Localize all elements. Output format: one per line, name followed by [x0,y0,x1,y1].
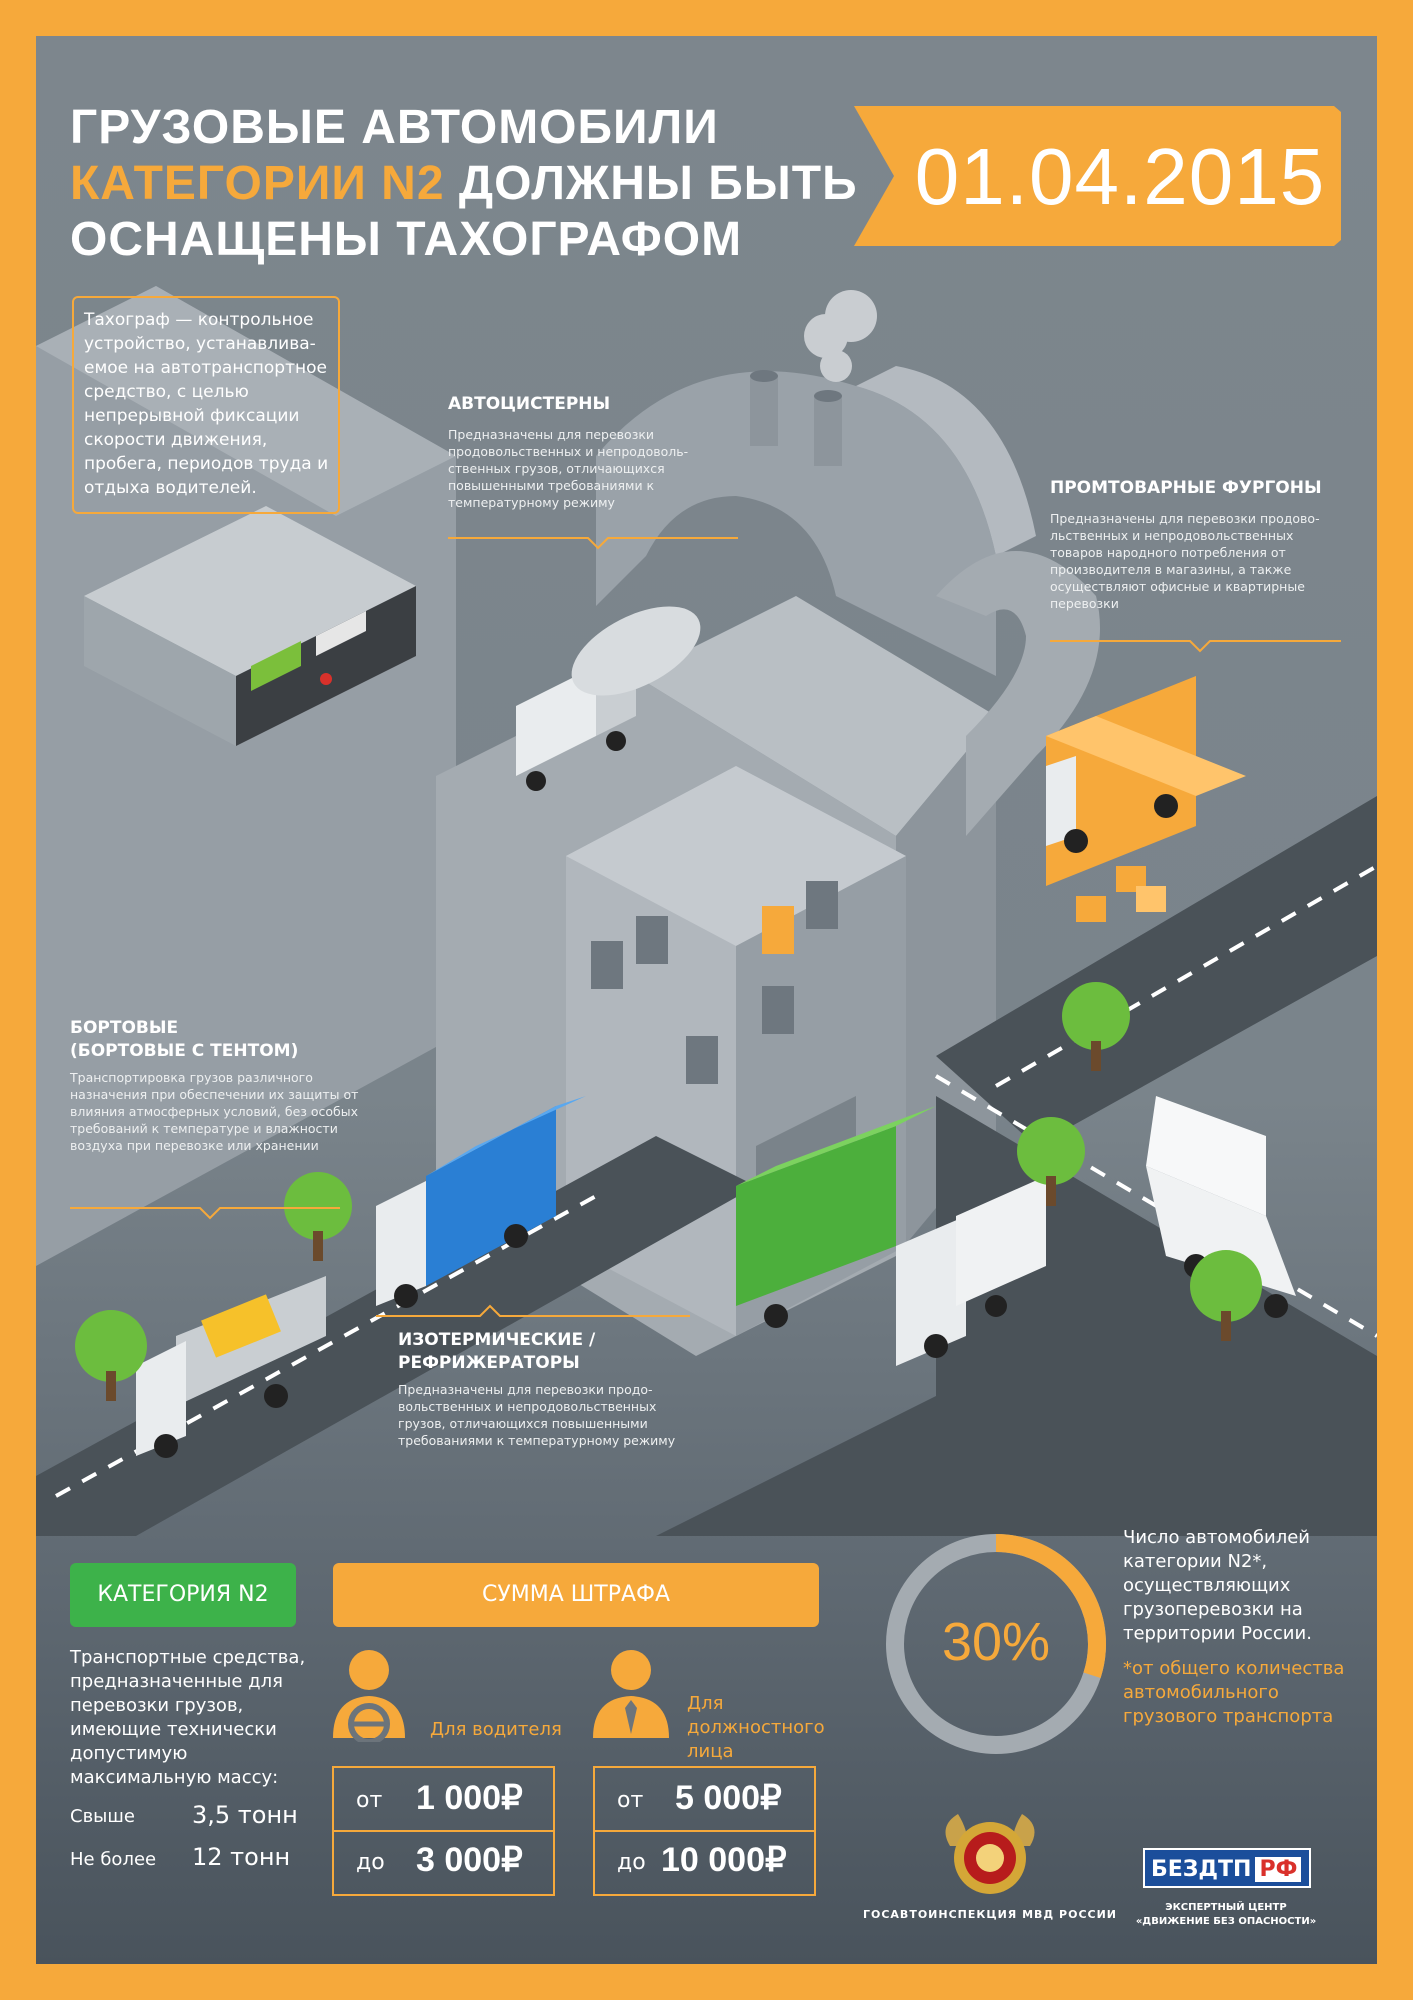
share-footnote: *от общего количества автомобильного гру… [1123,1658,1345,1727]
title-line-2: КАТЕГОРИИ N2 ДОЛЖНЫ БЫТЬ [70,156,870,212]
official-label-3: лица [687,1741,734,1762]
gibdd-caption: ГОСАВТОИНСПЕКЦИЯ МВД РОССИИ [862,1908,1118,1921]
section-isothermal-title-2: РЕФРИЖЕРАТОРЫ [398,1353,580,1373]
share-percent: 30% [941,1612,1051,1672]
tachograph-definition: Тахограф — контрольное устройство, устан… [72,296,340,514]
effective-date: 01.04.2015 [914,132,1326,221]
bezdtp-caption-1: ЭКСПЕРТНЫЙ ЦЕНТР [1165,1902,1287,1913]
bezdtp-logo-rf: РФ [1255,1857,1302,1882]
bezdtp-caption: ЭКСПЕРТНЫЙ ЦЕНТР «ДВИЖЕНИЕ БЕЗ ОПАСНОСТИ… [1106,1901,1346,1929]
title-highlight: КАТЕГОРИИ N2 [70,157,445,210]
section-isothermal-text: Предназначены для перевозки продо­вольст… [398,1382,676,1448]
driver-fine-to: 3 000₽ [416,1841,523,1879]
spec-value-max: 12 тонн [192,1843,291,1871]
official-label: Для должностного лица [687,1692,825,1764]
title-line-1: ГРУЗОВЫЕ АВТОМОБИЛИ [70,101,719,154]
driver-label: Для водителя [430,1719,562,1740]
official-fine-from: 5 000₽ [675,1779,782,1817]
donut-share-arc [886,1534,1106,1754]
category-description: Транспортные средства, предназначен­ные … [70,1647,306,1788]
driver-fine-to-prefix: до [356,1850,385,1875]
official-fine-to: 10 000₽ [661,1841,787,1879]
main-title: ГРУЗОВЫЕ АВТОМОБИЛИ КАТЕГОРИИ N2 ДОЛЖНЫ … [70,100,870,268]
section-isothermal: ИЗОТЕРМИЧЕСКИЕ / РЕФРИЖЕРАТОРЫ Предназна… [398,1329,698,1449]
official-fine-to-prefix: до [617,1850,646,1875]
driver-fine-from: 1 000₽ [416,1779,523,1817]
bezdtp-logo-main: БЕЗДТП [1151,1857,1252,1882]
section-tankers-text: Предназначены для перевозки продовольств… [448,427,689,510]
fine-badge: СУММА ШТРАФА [333,1563,819,1627]
poster: ГРУЗОВЫЕ АВТОМОБИЛИ КАТЕГОРИИ N2 ДОЛЖНЫ … [36,36,1377,1964]
bezdtp-caption-2: «ДВИЖЕНИЕ БЕЗ ОПАСНОСТИ» [1135,1916,1317,1927]
section-vans-title: ПРОМТОВАРНЫЕ ФУРГОНЫ [1050,478,1322,498]
city-illustration [36,286,1377,1536]
official-icon [593,1650,669,1738]
driver-fine-from-prefix: от [356,1788,383,1813]
section-isothermal-title-1: ИЗОТЕРМИЧЕСКИЕ / [398,1330,596,1350]
driver-icon [333,1650,405,1742]
official-fine-from-prefix: от [617,1788,644,1813]
section-flatbed-title-2: (БОРТОВЫЕ С ТЕНТОМ) [70,1041,299,1061]
date-banner [854,106,1341,246]
official-label-2: должностного [687,1717,825,1738]
spec-label-max: Не более [70,1849,157,1870]
spec-value-min: 3,5 тонн [192,1801,298,1829]
category-badge: КАТЕГОРИЯ N2 [70,1563,296,1627]
section-tankers: АВТОЦИСТЕРНЫ Предназначены для перевозки… [448,393,738,511]
title-line-2-rest: ДОЛЖНЫ БЫТЬ [444,157,858,210]
section-vans: ПРОМТОВАРНЫЕ ФУРГОНЫ Предназначены для п… [1050,477,1342,612]
official-label-1: Для [687,1693,724,1714]
section-flatbed-text: Транспортировка грузов различного назнач… [70,1070,359,1153]
section-flatbed-title-1: БОРТОВЫЕ [70,1018,179,1038]
gibdd-emblem [945,1814,1035,1894]
share-donut [886,1534,1106,1754]
section-flatbed: БОРТОВЫЕ (БОРТОВЫЕ С ТЕНТОМ) Транспортир… [70,1017,370,1154]
section-vans-text: Предназначены для перевозки продово­льст… [1050,511,1320,611]
spec-label-min: Свыше [70,1806,135,1827]
title-line-3: ОСНАЩЕНЫ ТАХОГРАФОМ [70,213,743,266]
section-tankers-title: АВТОЦИСТЕРНЫ [448,394,611,414]
share-description: Число автомобилей категории N2*, осущест… [1123,1527,1312,1644]
official-fine-box: от 5 000₽ до 10 000₽ [593,1766,816,1896]
driver-fine-box: от 1 000₽ до 3 000₽ [332,1766,555,1896]
